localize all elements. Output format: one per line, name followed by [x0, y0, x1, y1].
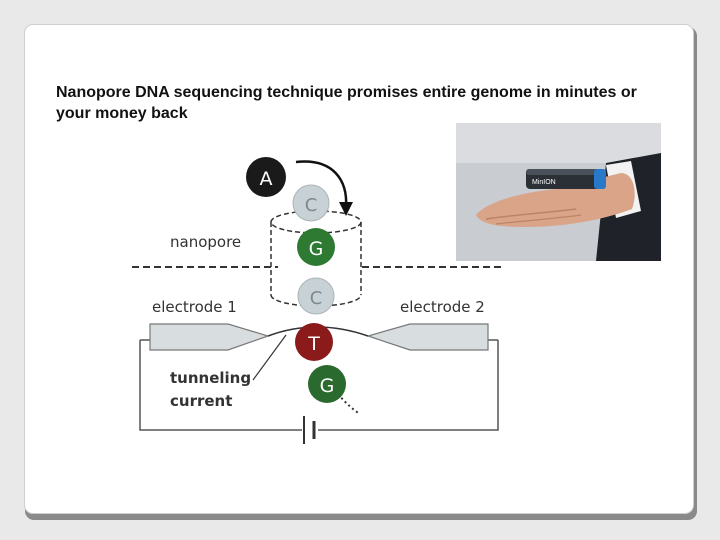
circuit-right-wire	[318, 340, 499, 431]
base-a: A	[246, 157, 286, 197]
nanopore-diagram: A C G C T G nanopore electrode 1 electro…	[128, 150, 508, 450]
electrode-2-label: electrode 2	[400, 298, 485, 316]
base-a-letter: A	[260, 168, 273, 190]
base-g-2-letter: G	[320, 375, 335, 397]
electrode-1-label: electrode 1	[152, 298, 237, 316]
base-c-1: C	[292, 184, 330, 222]
base-t: T	[295, 323, 333, 361]
base-g-2: G	[308, 365, 346, 403]
circuit-left-wire	[139, 340, 302, 431]
base-a-circle	[246, 157, 286, 197]
device-label: MinION	[532, 179, 556, 186]
electrode-2-shape	[365, 323, 489, 351]
tunneling-label-line2: current	[170, 392, 232, 410]
photo-wall-highlight	[456, 123, 661, 163]
base-t-letter: T	[307, 333, 320, 355]
tunneling-label-line1: tunneling	[170, 369, 251, 387]
strand-arrowhead	[339, 202, 353, 216]
base-c-1-circle	[292, 184, 330, 222]
nanopore-label: nanopore	[170, 233, 241, 251]
strand-tail	[337, 393, 361, 415]
minion-device-photo: MinION	[456, 123, 661, 261]
diagram-svg: A C G C T G nanopore electrode 1 electro…	[132, 157, 504, 444]
base-c-2-circle	[297, 277, 335, 315]
base-g-1-circle	[297, 228, 335, 266]
base-c-2-letter: C	[310, 288, 323, 309]
base-t-circle	[295, 323, 333, 361]
base-c-2: C	[297, 277, 335, 315]
device-top-edge	[526, 169, 604, 175]
electrode-1-shape	[149, 323, 270, 351]
slide-title: Nanopore DNA sequencing technique promis…	[56, 84, 637, 122]
slide	[24, 24, 694, 514]
strand-arrow	[295, 160, 348, 209]
base-g-1: G	[297, 228, 335, 266]
base-g-1-letter: G	[309, 238, 324, 260]
tunneling-pointer	[252, 334, 287, 381]
finger-crease	[485, 208, 577, 220]
device-accent	[594, 169, 606, 189]
photo-illustration: MinION	[456, 123, 661, 261]
minion-device: MinION	[526, 169, 606, 189]
finger-crease-2	[495, 214, 582, 225]
base-c-1-letter: C	[305, 195, 318, 216]
base-g-2-circle	[308, 365, 346, 403]
